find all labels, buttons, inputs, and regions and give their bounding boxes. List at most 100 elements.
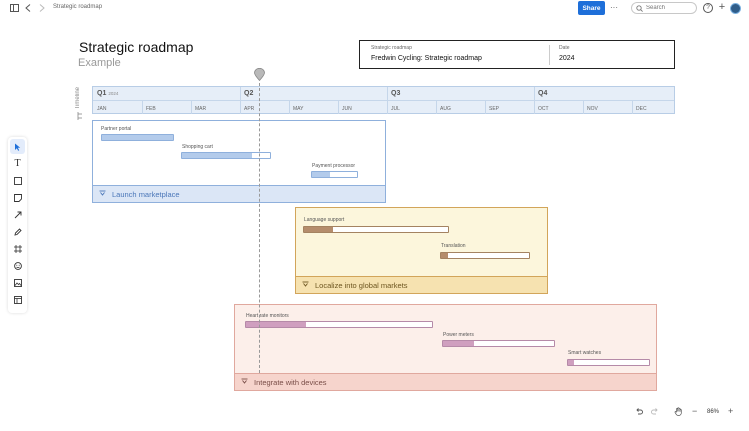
- image-tool-icon[interactable]: [10, 275, 25, 290]
- task-label[interactable]: Partner portal: [101, 126, 132, 132]
- info-box[interactable]: Strategic roadmap Fredwin Cycling: Strat…: [359, 40, 675, 69]
- month-divider: [191, 101, 192, 114]
- task-progress-bar[interactable]: [440, 252, 530, 259]
- info-date-label: Date: [559, 45, 570, 51]
- zoom-out-icon[interactable]: −: [692, 406, 698, 416]
- add-icon[interactable]: +: [718, 1, 726, 13]
- zoom-level[interactable]: 86%: [707, 409, 720, 415]
- month-label: MAY: [293, 106, 304, 112]
- pen-tool-icon[interactable]: [10, 224, 25, 239]
- page-title[interactable]: Strategic roadmap: [79, 39, 194, 55]
- month-label: FEB: [146, 106, 156, 112]
- group-collapse-icon[interactable]: [99, 190, 106, 198]
- task-progress-bar[interactable]: [567, 359, 650, 366]
- group-collapse-icon[interactable]: [302, 281, 309, 289]
- info-roadmap-column: Strategic roadmap Fredwin Cycling: Strat…: [371, 45, 482, 62]
- quarter-row: [93, 87, 674, 101]
- month-label: AUG: [440, 106, 451, 112]
- task-progress-bar[interactable]: [303, 226, 449, 233]
- task-label[interactable]: Shopping cart: [182, 144, 213, 150]
- template-tool-icon[interactable]: [10, 292, 25, 307]
- zoom-in-icon[interactable]: +: [728, 406, 734, 416]
- month-label: APR: [244, 106, 255, 112]
- month-divider: [583, 101, 584, 114]
- info-date-value[interactable]: 2024: [559, 55, 575, 62]
- today-line: [259, 83, 260, 373]
- task-label[interactable]: Heart rate monitors: [246, 313, 289, 319]
- user-avatar[interactable]: [730, 3, 741, 14]
- group-name[interactable]: Localize into global markets: [315, 280, 408, 290]
- month-divider: [632, 101, 633, 114]
- sticky-note-tool-icon[interactable]: [10, 190, 25, 205]
- task-label[interactable]: Language support: [304, 217, 345, 223]
- task-label[interactable]: Translation: [441, 243, 466, 249]
- frame-tool-icon[interactable]: [10, 241, 25, 256]
- task-progress-fill: [568, 360, 574, 365]
- quarter-label: Q4: [538, 90, 548, 97]
- task-progress-bar[interactable]: [245, 321, 433, 328]
- redo-icon[interactable]: [651, 407, 659, 417]
- back-arrow-icon[interactable]: [23, 3, 33, 13]
- month-label: JUN: [342, 106, 352, 112]
- group-footer[interactable]: Integrate with devices: [235, 373, 656, 390]
- task-progress-bar[interactable]: [181, 152, 271, 159]
- text-tool-icon[interactable]: T: [14, 158, 21, 169]
- quarter-label: Q2: [244, 90, 254, 97]
- timeline-drag-icon[interactable]: [77, 112, 83, 122]
- month-divider: [142, 101, 143, 114]
- info-divider: [549, 45, 550, 65]
- hand-tool-icon[interactable]: [674, 407, 683, 418]
- quarter-divider: [387, 87, 388, 114]
- task-progress-fill: [312, 172, 330, 177]
- month-divider: [338, 101, 339, 114]
- roadmap-group[interactable]: Launch marketplace: [92, 120, 386, 203]
- month-label: JAN: [97, 106, 107, 112]
- page-subtitle[interactable]: Example: [78, 57, 121, 69]
- forward-arrow-icon[interactable]: [37, 3, 47, 13]
- search-box[interactable]: [631, 2, 697, 14]
- task-progress-bar[interactable]: [101, 134, 174, 141]
- task-progress-fill: [443, 341, 475, 346]
- info-roadmap-value[interactable]: Fredwin Cycling: Strategic roadmap: [371, 55, 482, 62]
- task-label[interactable]: Payment processor: [312, 163, 356, 169]
- search-icon: [636, 4, 643, 12]
- connector-tool-icon[interactable]: [10, 207, 25, 222]
- task-label[interactable]: Smart watches: [568, 350, 602, 356]
- shape-tool-icon[interactable]: [10, 173, 25, 188]
- top-bar: Strategic roadmap Share ··· ? +: [0, 0, 749, 17]
- select-tool-icon[interactable]: [10, 139, 25, 154]
- share-button[interactable]: Share: [578, 1, 605, 15]
- bottom-bar: − 86% +: [630, 404, 742, 421]
- emoji-tool-icon[interactable]: [10, 258, 25, 273]
- group-collapse-icon[interactable]: [241, 378, 248, 386]
- breadcrumb[interactable]: Strategic roadmap: [53, 4, 103, 10]
- month-divider: [289, 101, 290, 114]
- undo-icon[interactable]: [635, 407, 643, 417]
- help-icon[interactable]: ?: [703, 3, 713, 13]
- month-divider: [436, 101, 437, 114]
- search-input[interactable]: [646, 5, 696, 11]
- task-progress-bar[interactable]: [442, 340, 555, 347]
- info-roadmap-label: Strategic roadmap: [371, 45, 412, 51]
- group-name[interactable]: Launch marketplace: [112, 189, 180, 199]
- month-label: DEC: [636, 106, 647, 112]
- timeline-label: Timeline: [75, 87, 81, 110]
- task-progress-bar[interactable]: [311, 171, 358, 178]
- more-options-button[interactable]: ···: [610, 3, 618, 12]
- group-footer[interactable]: Launch marketplace: [93, 185, 385, 202]
- roadmap-group[interactable]: Integrate with devices: [234, 304, 657, 391]
- left-toolbar: T: [8, 137, 27, 313]
- quarter-divider: [534, 87, 535, 114]
- sidebar-toggle-icon[interactable]: [9, 3, 19, 13]
- roadmap-group[interactable]: Localize into global markets: [295, 207, 548, 294]
- month-divider: [485, 101, 486, 114]
- info-date-column: Date 2024: [559, 45, 575, 62]
- group-name[interactable]: Integrate with devices: [254, 377, 327, 387]
- task-label[interactable]: Power meters: [443, 332, 474, 338]
- today-marker-icon[interactable]: [254, 68, 265, 81]
- group-footer[interactable]: Localize into global markets: [296, 276, 547, 293]
- task-progress-fill: [304, 227, 333, 232]
- quarter-divider: [240, 87, 241, 114]
